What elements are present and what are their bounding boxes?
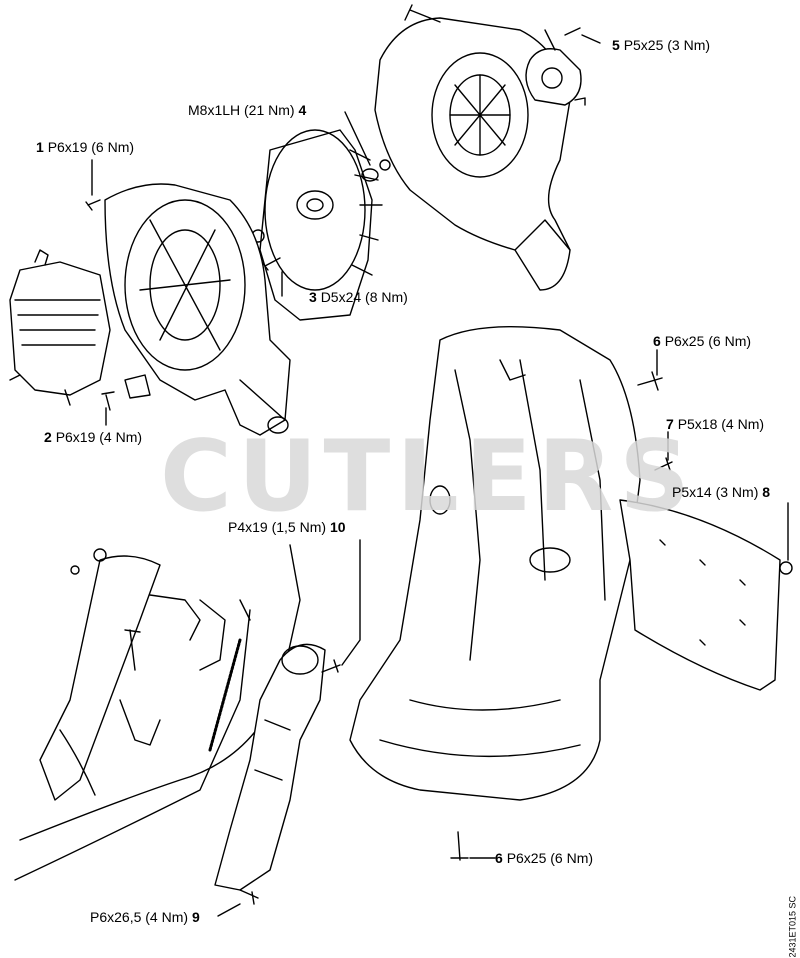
ignition-module <box>525 27 586 106</box>
screw-10 <box>321 659 341 673</box>
leader-4 <box>344 111 371 166</box>
screw-8 <box>779 561 793 575</box>
parts-diagram <box>9 4 793 917</box>
throttle-cable-2 <box>14 609 251 881</box>
callout-7: 7 P5x18 (4 Nm) <box>666 416 764 432</box>
callout-number: 9 <box>191 909 200 925</box>
callout-3: 3 D5x24 (8 Nm) <box>309 289 408 305</box>
callout-1: 1 P6x19 (6 Nm) <box>36 139 134 155</box>
watermark: CUTLERS <box>160 420 696 534</box>
callout-label: P6x19 (6 Nm) <box>47 139 135 155</box>
screw-9 <box>239 889 259 905</box>
callout-label: M8x1LH (21 Nm) <box>188 102 295 118</box>
control-handle <box>39 548 251 801</box>
callout-number: 6 <box>653 333 661 349</box>
document-code: 2431ET015 SC <box>788 896 798 958</box>
callout-number: 6 <box>495 850 503 866</box>
callout-number: 2 <box>44 429 52 445</box>
handle-grip <box>214 643 326 891</box>
engine <box>9 249 111 406</box>
bracket-part <box>124 374 151 399</box>
callout-number: 7 <box>666 416 674 432</box>
callout-number: 4 <box>298 102 307 118</box>
back-pad <box>619 499 781 691</box>
screw-6-bottom <box>450 831 469 861</box>
callout-label: P6x26,5 (4 Nm) <box>90 909 189 925</box>
callout-8: P5x14 (3 Nm) 8 <box>672 484 770 500</box>
callout-6-top: 6 P6x25 (6 Nm) <box>653 333 751 349</box>
callout-number: 10 <box>329 519 346 535</box>
callout-label: D5x24 (8 Nm) <box>320 289 408 305</box>
callout-9: P6x26,5 (4 Nm) 9 <box>90 909 200 925</box>
fan-wheel <box>251 129 391 321</box>
fan-housing <box>104 183 291 436</box>
callout-label: P6x19 (4 Nm) <box>55 429 143 445</box>
screw-6-top <box>637 371 663 391</box>
callout-label: P6x25 (6 Nm) <box>506 850 594 866</box>
callout-number: 3 <box>309 289 317 305</box>
callout-10: P4x19 (1,5 Nm) 10 <box>228 519 346 535</box>
callout-5: 5 P5x25 (3 Nm) <box>612 37 710 53</box>
leader-10 <box>341 539 361 666</box>
blower-housing <box>374 4 571 291</box>
leader-5 <box>581 34 601 44</box>
callout-number: 1 <box>36 139 44 155</box>
callout-6-bottom: 6 P6x25 (6 Nm) <box>495 850 593 866</box>
callout-2: 2 P6x19 (4 Nm) <box>44 429 142 445</box>
screw-7 <box>654 457 673 471</box>
callout-number: 8 <box>762 484 771 500</box>
screw-2 <box>101 391 115 411</box>
spring <box>208 638 242 752</box>
callout-number: 5 <box>612 37 620 53</box>
callout-label: P4x19 (1,5 Nm) <box>228 519 327 535</box>
screw-1 <box>85 199 101 211</box>
callout-label: P5x18 (4 Nm) <box>677 416 765 432</box>
callout-label: P5x14 (3 Nm) <box>672 484 759 500</box>
callout-4: M8x1LH (21 Nm) 4 <box>188 102 306 118</box>
backpack-frame <box>349 325 641 801</box>
callout-label: P6x25 (6 Nm) <box>664 333 752 349</box>
leader-9 <box>217 903 241 917</box>
callout-label: P5x25 (3 Nm) <box>623 37 711 53</box>
